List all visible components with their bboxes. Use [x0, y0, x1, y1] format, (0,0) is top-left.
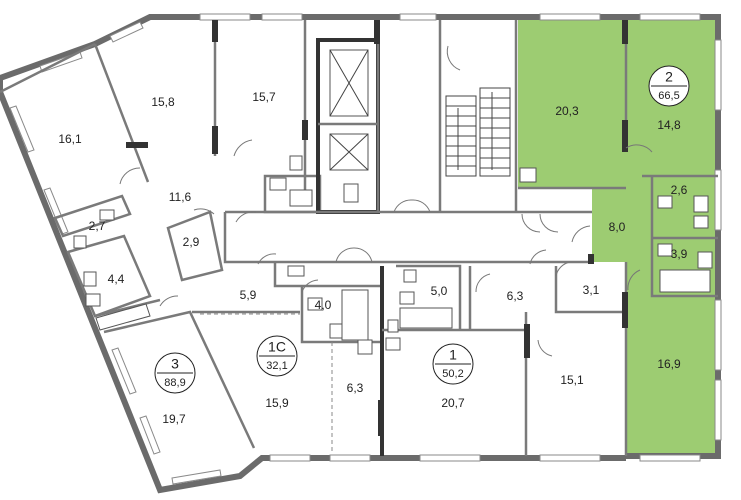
apartment-badge-1[interactable]: 1 50,2 [432, 343, 474, 385]
room-area-label: 15,8 [151, 95, 175, 109]
elevators [329, 49, 369, 171]
doors [119, 45, 653, 357]
room-area-label: 8,0 [609, 220, 626, 234]
outer-walls [0, 13, 722, 494]
room-area-label: 6,3 [507, 289, 524, 303]
apartment-badge-3[interactable]: 3 88,9 [154, 352, 196, 394]
room-area-label: 5,0 [431, 284, 448, 298]
columns [126, 20, 628, 436]
apartment-number: 1С [268, 339, 286, 355]
room-area-label: 15,7 [252, 90, 276, 104]
room-area-label: 20,3 [555, 104, 579, 118]
room-area-label: 16,1 [58, 132, 82, 146]
room-area-label: 3,9 [671, 247, 688, 261]
staircase [445, 87, 511, 177]
room-area-label: 6,3 [347, 381, 364, 395]
apartment-number: 1 [449, 347, 457, 363]
apartment-2-highlight[interactable] [518, 17, 718, 456]
room-area-label: 14,8 [657, 118, 681, 132]
room-labels: 16,1 15,8 15,7 11,6 2,7 2,9 4,4 19,7 5,9… [58, 90, 687, 426]
apartment-area: 88,9 [164, 377, 185, 389]
room-area-label: 15,1 [560, 373, 584, 387]
apartment-area: 32,1 [266, 360, 287, 372]
room-area-label: 5,9 [240, 288, 257, 302]
room-area-label: 2,7 [89, 219, 106, 233]
room-area-label: 19,7 [162, 412, 186, 426]
room-area-label: 2,6 [671, 183, 688, 197]
room-area-label: 20,7 [441, 396, 465, 410]
apartment-number: 2 [665, 69, 673, 85]
room-area-label: 11,6 [169, 190, 192, 204]
apartment-number: 3 [171, 356, 179, 372]
room-area-label: 15,9 [265, 396, 289, 410]
apartment-area: 66,5 [658, 90, 679, 102]
apartment-area: 50,2 [442, 368, 463, 380]
bathroom-fixtures [73, 155, 713, 355]
apartment-badge-2[interactable]: 2 66,5 [648, 65, 690, 107]
room-area-label: 3,1 [583, 283, 600, 297]
apartment-badge-1c[interactable]: 1С 32,1 [256, 335, 298, 377]
room-area-label: 16,9 [657, 357, 681, 371]
room-area-label: 4,4 [108, 272, 125, 286]
room-area-label: 2,9 [183, 235, 200, 249]
room-area-label: 4,0 [315, 298, 332, 312]
